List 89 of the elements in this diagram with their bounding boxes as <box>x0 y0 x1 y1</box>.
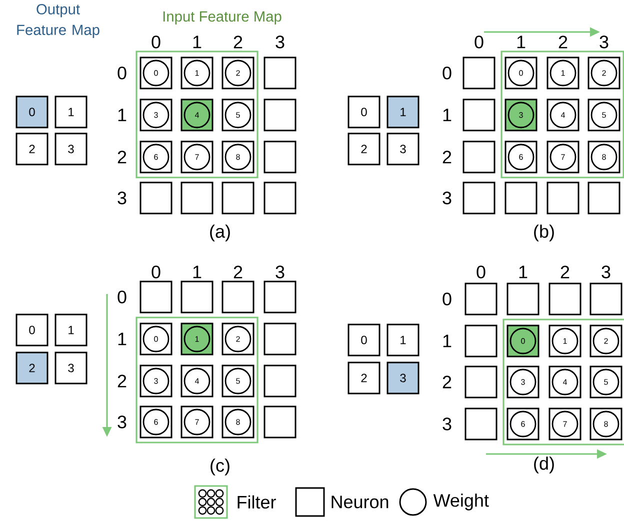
neuron-box <box>180 280 214 314</box>
row-number: 0 <box>118 290 126 304</box>
row-number: 3 <box>118 192 126 204</box>
row-number: 3 <box>442 192 452 204</box>
neuron-box <box>264 406 296 438</box>
neuron-box <box>464 282 498 316</box>
column-number: 2 <box>558 36 568 48</box>
neuron-box <box>264 364 296 398</box>
filter-outline <box>502 318 624 446</box>
neuron-box <box>590 282 622 316</box>
column-number: 1 <box>519 266 528 278</box>
output-box: 1 <box>386 96 420 128</box>
output-box: 0 <box>16 96 48 128</box>
row-number: 2 <box>118 150 126 164</box>
neuron-box <box>222 280 254 314</box>
row-number: 1 <box>118 332 126 346</box>
panel-caption: (a) <box>210 224 230 242</box>
map-title: Output Feature Map <box>17 4 100 38</box>
column-number: 0 <box>474 36 484 48</box>
neuron-box <box>548 282 582 316</box>
column-number: 2 <box>560 266 570 278</box>
row-number: 0 <box>442 292 452 306</box>
output-box: 3 <box>386 362 420 394</box>
neuron-box <box>264 322 296 356</box>
neuron-box <box>464 366 498 398</box>
row-number: 0 <box>442 66 452 80</box>
neuron-box <box>462 182 496 214</box>
neuron-box <box>140 182 172 214</box>
neuron-box <box>264 56 296 90</box>
neuron-box <box>264 140 296 174</box>
neuron-box <box>140 280 172 314</box>
output-box: 2 <box>16 132 48 166</box>
output-box: 2 <box>348 132 380 166</box>
output-box: 2 <box>16 352 48 384</box>
neuron-box <box>464 324 498 358</box>
panel-caption: (c) <box>210 458 230 476</box>
output-box: 3 <box>54 352 88 384</box>
neuron-box <box>588 182 620 214</box>
column-number: 3 <box>276 266 284 278</box>
output-box: 0 <box>348 96 380 128</box>
panel-caption: (b) <box>534 224 554 242</box>
output-box: 1 <box>386 324 420 356</box>
column-number: 3 <box>276 36 284 48</box>
neuron-box <box>264 182 296 214</box>
output-box: 3 <box>54 132 88 166</box>
output-box: 1 <box>54 96 88 128</box>
row-number: 1 <box>443 108 452 122</box>
neuron-box <box>504 182 538 214</box>
column-number: 2 <box>234 36 242 48</box>
neuron-box <box>462 56 496 90</box>
filter-outline <box>136 316 258 444</box>
row-number: 2 <box>118 374 126 388</box>
column-number: 1 <box>517 36 526 48</box>
column-number: 3 <box>600 36 608 48</box>
row-number: 3 <box>118 416 126 428</box>
neuron-box <box>506 282 540 316</box>
column-number: 2 <box>234 266 242 278</box>
row-number: 2 <box>442 150 452 164</box>
output-box: 1 <box>54 314 88 346</box>
neuron-box <box>264 98 296 132</box>
output-box: 0 <box>16 314 48 346</box>
neuron-box <box>222 182 254 214</box>
legend-label: Filter <box>238 495 276 509</box>
column-number: 0 <box>152 266 160 278</box>
output-box: 3 <box>386 132 420 166</box>
neuron-box <box>462 98 496 132</box>
filter-outline <box>500 50 624 178</box>
neuron-box <box>546 182 580 214</box>
legend-label: Weight <box>433 494 489 510</box>
panel-caption: (d) <box>534 456 554 474</box>
map-title: Input Feature Map <box>163 11 282 25</box>
neuron-box <box>264 280 296 314</box>
row-number: 0 <box>118 66 126 80</box>
output-box: 0 <box>348 324 380 356</box>
column-number: 1 <box>193 36 202 48</box>
output-box: 2 <box>348 362 380 394</box>
column-number: 1 <box>193 266 202 278</box>
neuron-box <box>180 182 214 214</box>
neuron-box <box>462 140 496 174</box>
column-number: 3 <box>602 266 610 278</box>
column-number: 0 <box>476 266 486 278</box>
row-number: 3 <box>442 418 452 430</box>
legend-label: Neuron <box>332 496 388 508</box>
row-number: 2 <box>442 376 452 388</box>
neuron-box <box>464 408 498 440</box>
column-number: 0 <box>152 36 160 48</box>
row-number: 1 <box>443 334 452 348</box>
filter-outline <box>136 50 258 178</box>
row-number: 1 <box>118 108 126 122</box>
